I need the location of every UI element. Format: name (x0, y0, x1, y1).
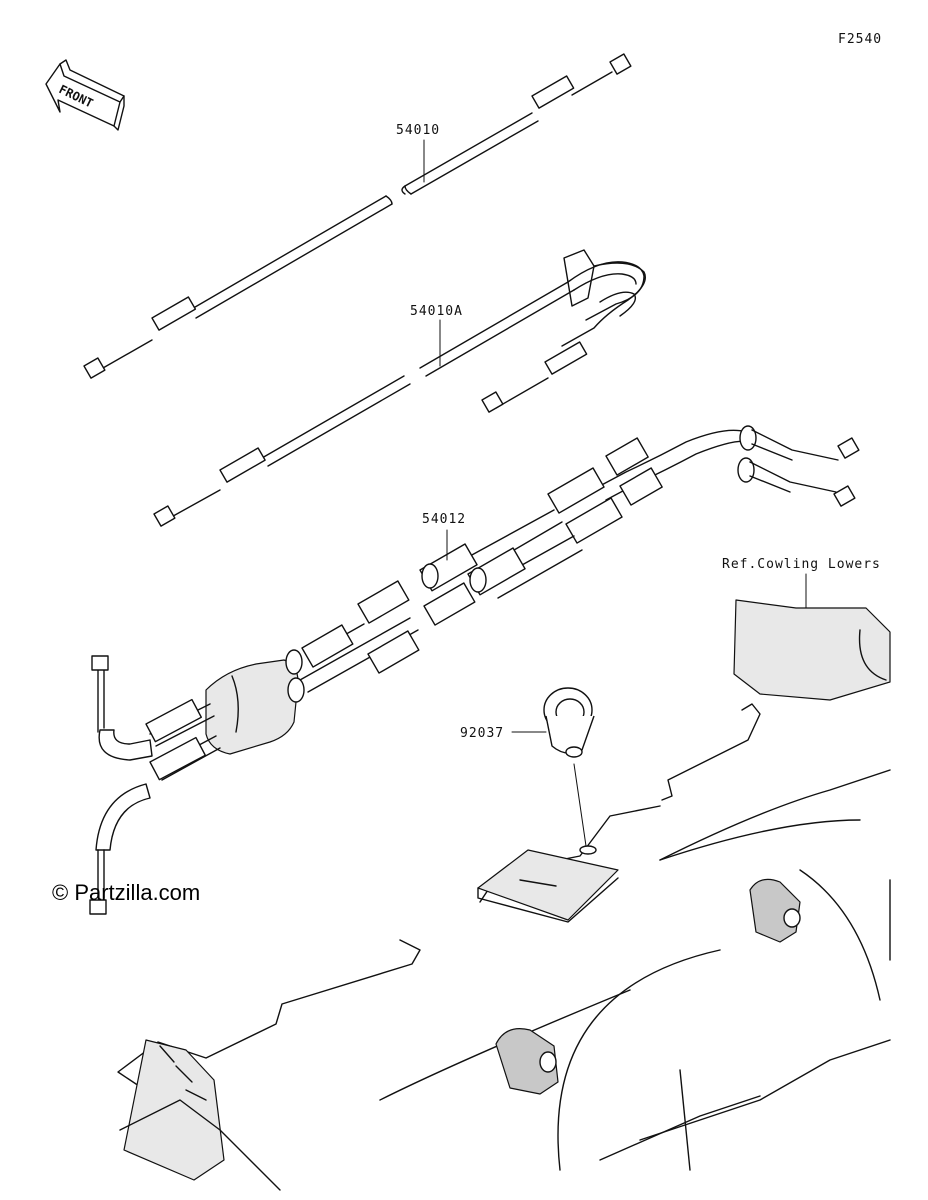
cable-54012[interactable] (89, 425, 860, 915)
figure-code: F2540 (838, 32, 882, 47)
cable-54010a[interactable] (153, 249, 646, 527)
cable-54010[interactable] (83, 53, 632, 379)
clamp-92037[interactable] (543, 687, 595, 847)
front-arrow-icon: FRONT (45, 59, 125, 131)
cowling-lowers (117, 599, 891, 1191)
callout-54012: 54012 (422, 512, 466, 527)
watermark: © Partzilla.com (52, 880, 200, 905)
callout-54010a: 54010A (410, 304, 463, 319)
callout-ref-cowling: Ref.Cowling Lowers (722, 557, 881, 572)
callout-92037: 92037 (460, 726, 504, 741)
callout-54010: 54010 (396, 123, 440, 138)
